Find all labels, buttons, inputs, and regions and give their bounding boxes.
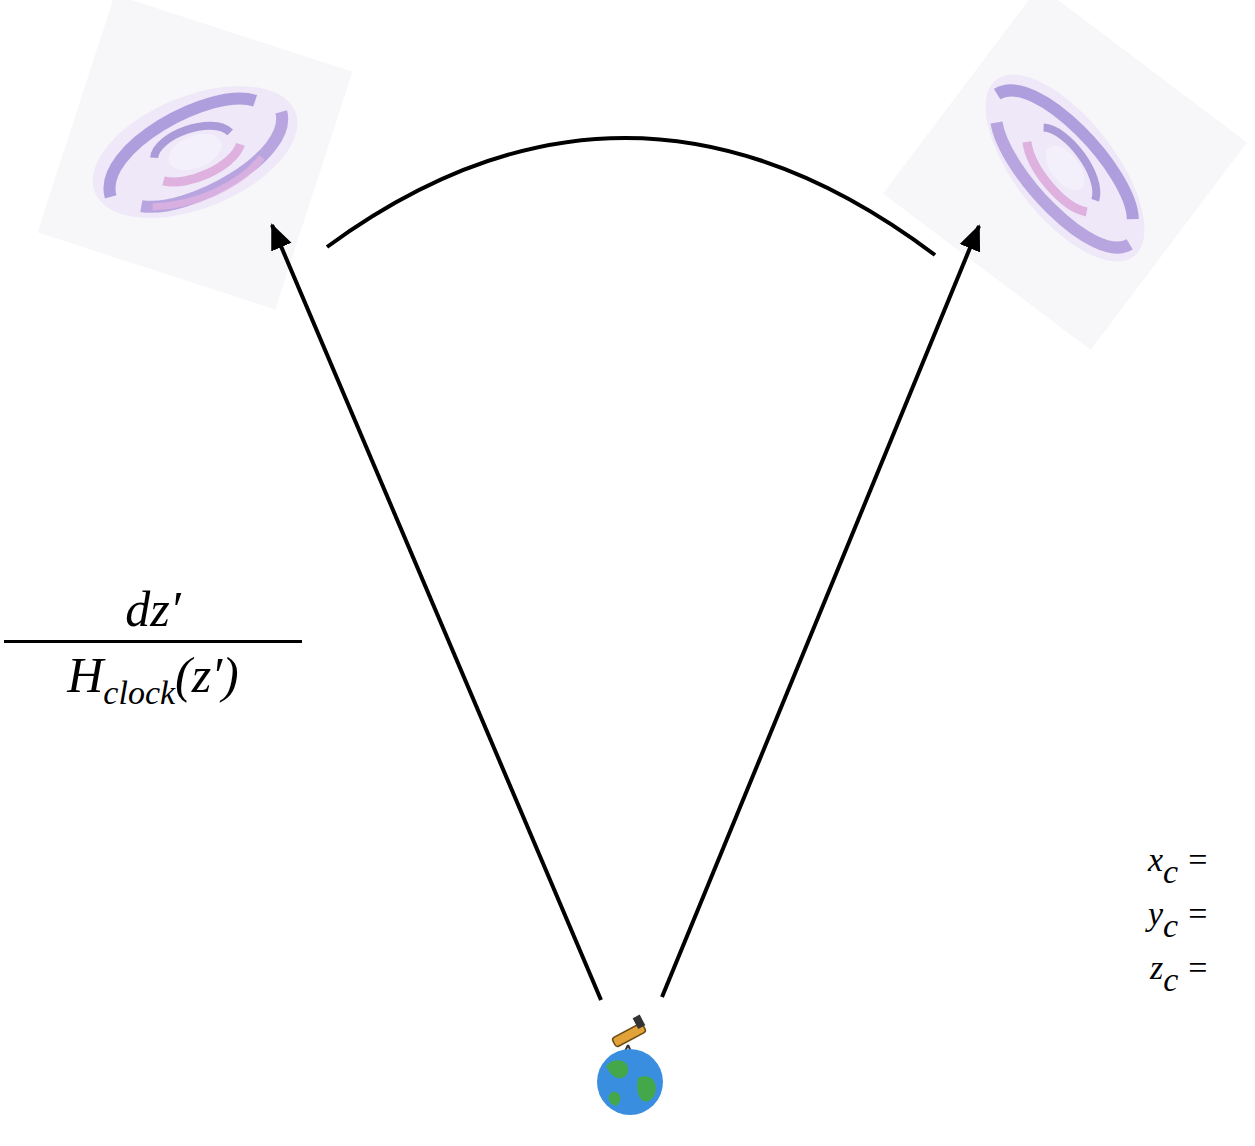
- galaxy-disc: [957, 49, 1174, 287]
- coordinate-equation: yc =: [1148, 894, 1207, 946]
- math-symbol: dz′: [125, 581, 180, 637]
- equals-sign: =: [1188, 895, 1207, 932]
- fraction-numerator: dz′: [4, 578, 302, 643]
- earth-land: [637, 1076, 656, 1101]
- subscript: c: [1163, 853, 1178, 890]
- equals-sign: =: [1188, 949, 1207, 986]
- subscript: c: [1163, 907, 1178, 944]
- telescope-lens: [633, 1015, 646, 1029]
- earth-globe: [597, 1049, 663, 1115]
- subscript: c: [1163, 961, 1178, 998]
- galaxy-arm: [1020, 139, 1087, 220]
- equals-sign: =: [1188, 841, 1207, 878]
- line-of-sight-arrow: [662, 226, 979, 997]
- earth-land: [609, 1092, 621, 1106]
- line-of-sight-arrow: [272, 225, 601, 1000]
- math-symbol: x: [1148, 841, 1163, 878]
- galaxy-arm: [997, 66, 1144, 237]
- galaxy-left: [0, 0, 424, 381]
- galaxy-disc: [74, 60, 316, 245]
- math-symbol: (z′): [175, 647, 239, 703]
- angle-arc: [327, 138, 935, 255]
- math-symbol: H: [67, 647, 103, 703]
- observer-earth: [597, 1015, 663, 1115]
- subscript: clock: [103, 674, 175, 711]
- fraction-denominator: Hclock(z′): [4, 643, 302, 725]
- galaxy-arm: [128, 112, 299, 217]
- earth-land: [606, 1060, 628, 1078]
- galaxy-arm: [987, 104, 1130, 270]
- image-ground: [37, 0, 352, 310]
- image-ground: [883, 0, 1247, 350]
- galaxy-arm: [149, 115, 230, 162]
- coordinate-equation: zc =: [1150, 948, 1208, 1000]
- math-symbol: z: [1150, 949, 1163, 986]
- math-symbol: y: [1148, 895, 1163, 932]
- integrand-fraction: dz′ Hclock(z′): [4, 578, 302, 725]
- galaxy-arm: [151, 157, 268, 216]
- coordinate-equation: xc =: [1148, 840, 1207, 892]
- galaxy-right: [842, 0, 1255, 391]
